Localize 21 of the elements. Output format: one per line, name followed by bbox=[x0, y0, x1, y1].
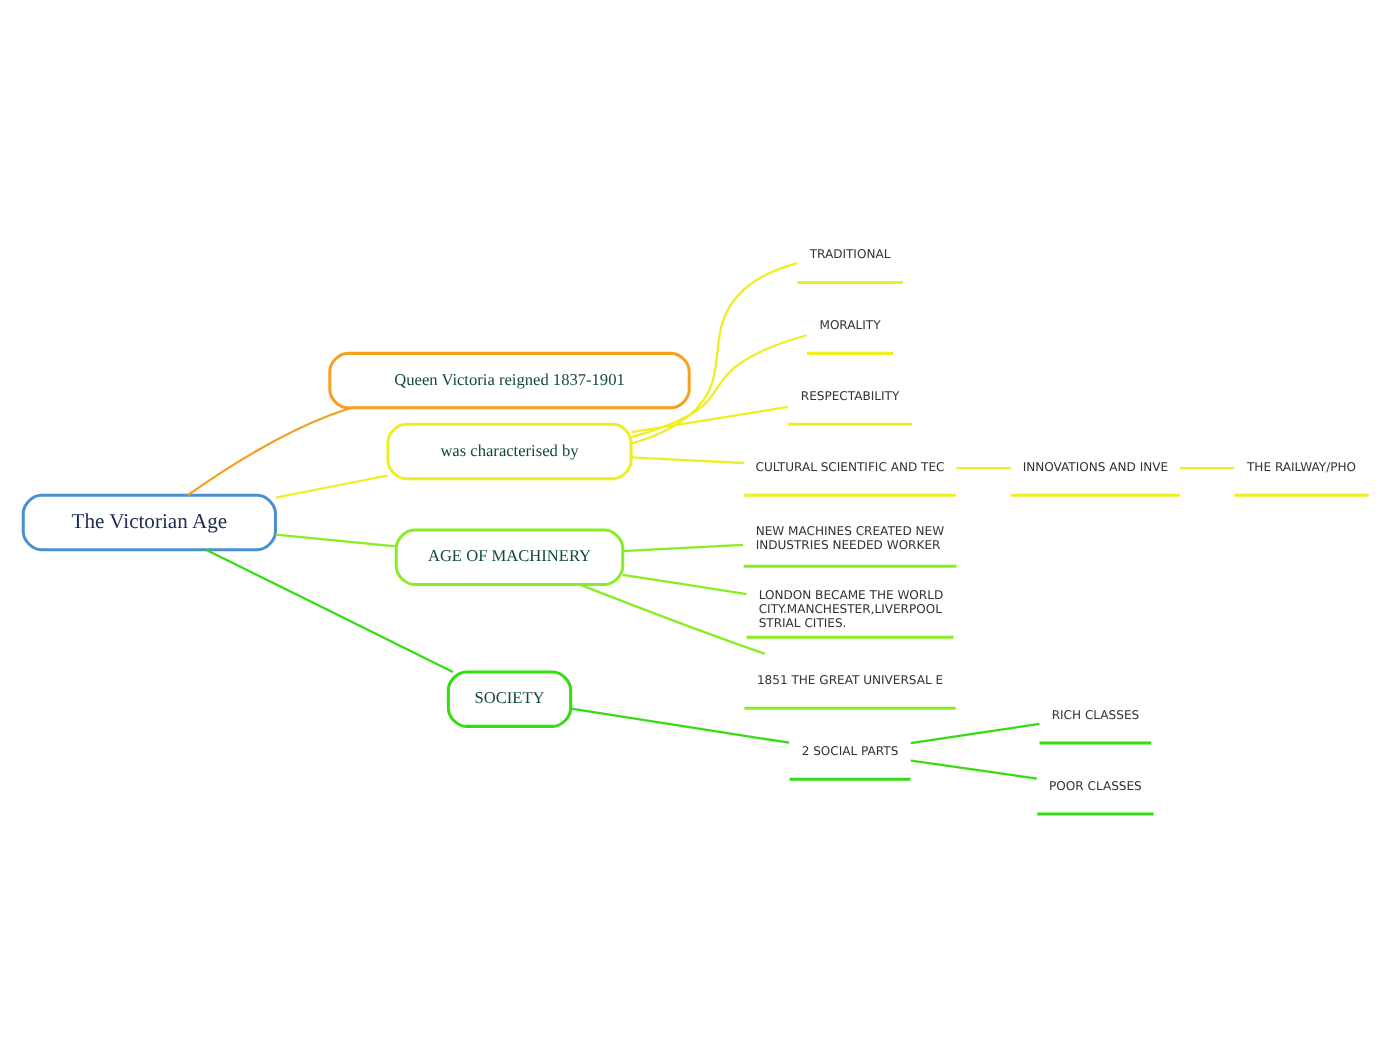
connector bbox=[910, 758, 1038, 779]
connector bbox=[622, 572, 747, 595]
connector bbox=[630, 261, 798, 444]
node-box: Queen Victoria reigned 1837-1901 bbox=[328, 350, 691, 409]
connector bbox=[956, 466, 1011, 469]
node-box: The Victorian Age bbox=[21, 492, 277, 551]
connector bbox=[275, 532, 396, 547]
node-box: SOCIETY bbox=[446, 669, 573, 727]
connector bbox=[631, 455, 744, 464]
connector bbox=[205, 547, 454, 672]
connector bbox=[631, 333, 807, 438]
node-box: AGE OF MACHINERY bbox=[394, 527, 625, 585]
connector bbox=[1180, 466, 1235, 469]
connector bbox=[622, 542, 744, 552]
connector bbox=[910, 721, 1040, 744]
connector bbox=[579, 582, 766, 654]
connector bbox=[275, 473, 388, 498]
connector bbox=[187, 405, 352, 495]
connector bbox=[631, 404, 789, 433]
connector bbox=[570, 706, 790, 743]
node-box: was characterised by bbox=[386, 421, 633, 480]
